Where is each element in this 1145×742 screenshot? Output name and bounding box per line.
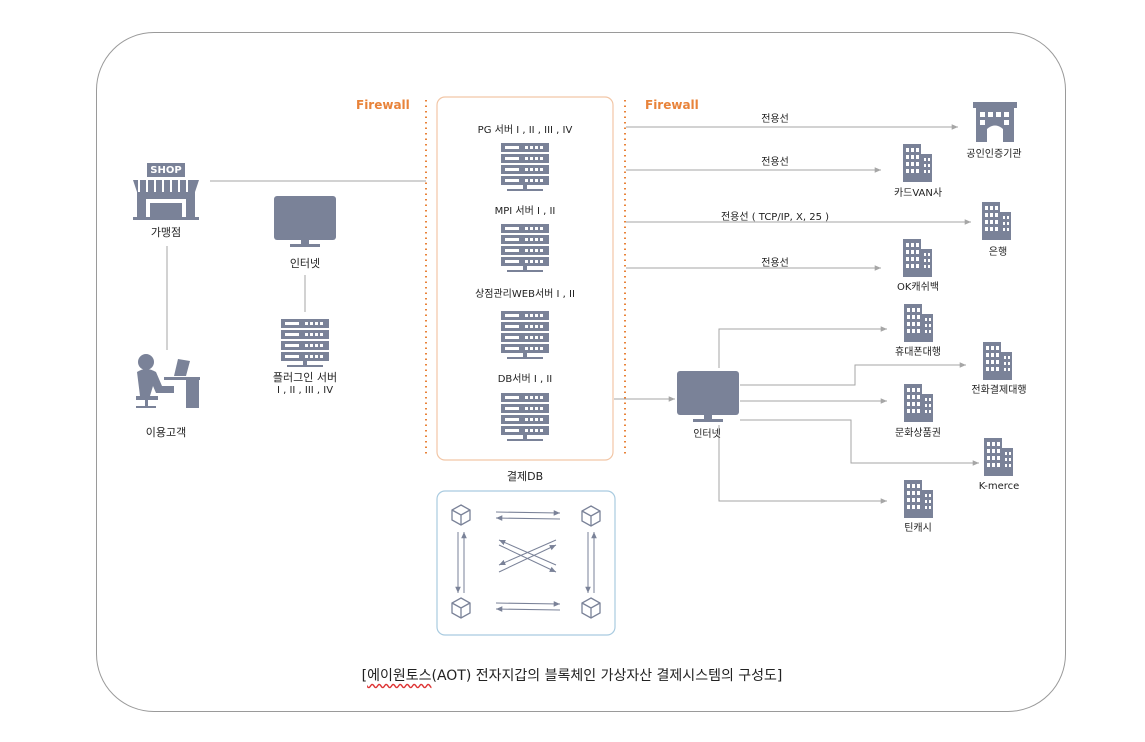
phone-payment-label: 전화결제대행 [971,385,1027,396]
db-node-icon [451,597,471,619]
shop-sign: SHOP [150,165,182,176]
pg-server-label: PG 서버 I , II , III , IV [477,125,573,136]
diagram-frame [96,32,1066,712]
left-connectors [166,180,426,350]
line-label-1: 전용선 [761,114,789,125]
line-label-4: 전용선 [761,258,789,269]
db-server-icon [501,393,549,441]
caption-prefix: [ [361,668,368,684]
mpi-server-label: MPI 서버 I , II [494,206,556,217]
server-group-box [436,96,614,461]
shop-icon [133,163,199,220]
diagram-caption: [에이원토스(AOT) 전자지갑의 블록체인 가상자산 결제시스템의 구성도] [362,665,783,685]
internet-right-label: 인터넷 [693,429,721,440]
pg-server-icon [501,143,549,191]
card-van-label: 카드VAN사 [893,188,943,199]
web-server-label: 상점관리WEB서버 I , II [475,289,575,300]
firewall-left-label: Firewall [356,98,410,112]
kmerce-building-icon [984,438,1013,476]
db-node-icon [451,504,471,526]
right-connectors [614,124,979,504]
caption-company: 에이원토스 [367,668,432,684]
kmerce-label: K-merce [978,481,1020,492]
ok-cashbag-building-icon [903,239,932,277]
phone-payment-building-icon [983,342,1012,380]
card-van-building-icon [903,144,932,182]
plugin-server-label-2: I , II , III , IV [276,385,334,396]
payment-db-label: 결제DB [506,470,544,483]
bank-label: 은행 [988,247,1008,258]
internet-monitor-icon [274,196,336,247]
db-replication-arrows [455,510,597,612]
plugin-server-label-1: 플러그인 서버 [272,371,338,384]
line-label-3: 전용선 ( TCP/IP, X, 25 ) [720,212,830,223]
cert-authority-label: 공인인증기관 [966,149,1022,160]
web-server-icon [501,311,549,359]
mobile-building-icon [904,304,933,342]
mpi-server-icon [501,224,549,272]
teencash-building-icon [904,480,933,518]
cert-authority-icon [973,102,1017,142]
line-label-2: 전용선 [761,157,789,168]
user-desk-icon [136,354,200,408]
user-label: 이용고객 [145,426,187,439]
culture-voucher-label: 문화상품권 [895,428,941,439]
db-server-label: DB서버 I , II [497,374,553,385]
db-node-icon [581,597,601,619]
db-node-icon [581,505,601,527]
caption-rest: (AOT) 전자지갑의 블록체인 가상자산 결제시스템의 구성도] [431,668,783,684]
internet-label: 인터넷 [289,257,321,270]
ok-cashbag-label: OK캐쉬백 [896,282,940,293]
culture-voucher-building-icon [904,384,933,422]
firewall-right-label: Firewall [645,98,699,112]
teencash-label: 틴캐시 [904,523,932,534]
shop-label: 가맹점 [150,226,182,239]
bank-building-icon [982,202,1011,240]
internet-monitor-right-icon [677,371,739,422]
mobile-label: 휴대폰대행 [895,347,941,358]
plugin-server-icon [281,319,329,367]
payment-db-box [436,490,616,636]
